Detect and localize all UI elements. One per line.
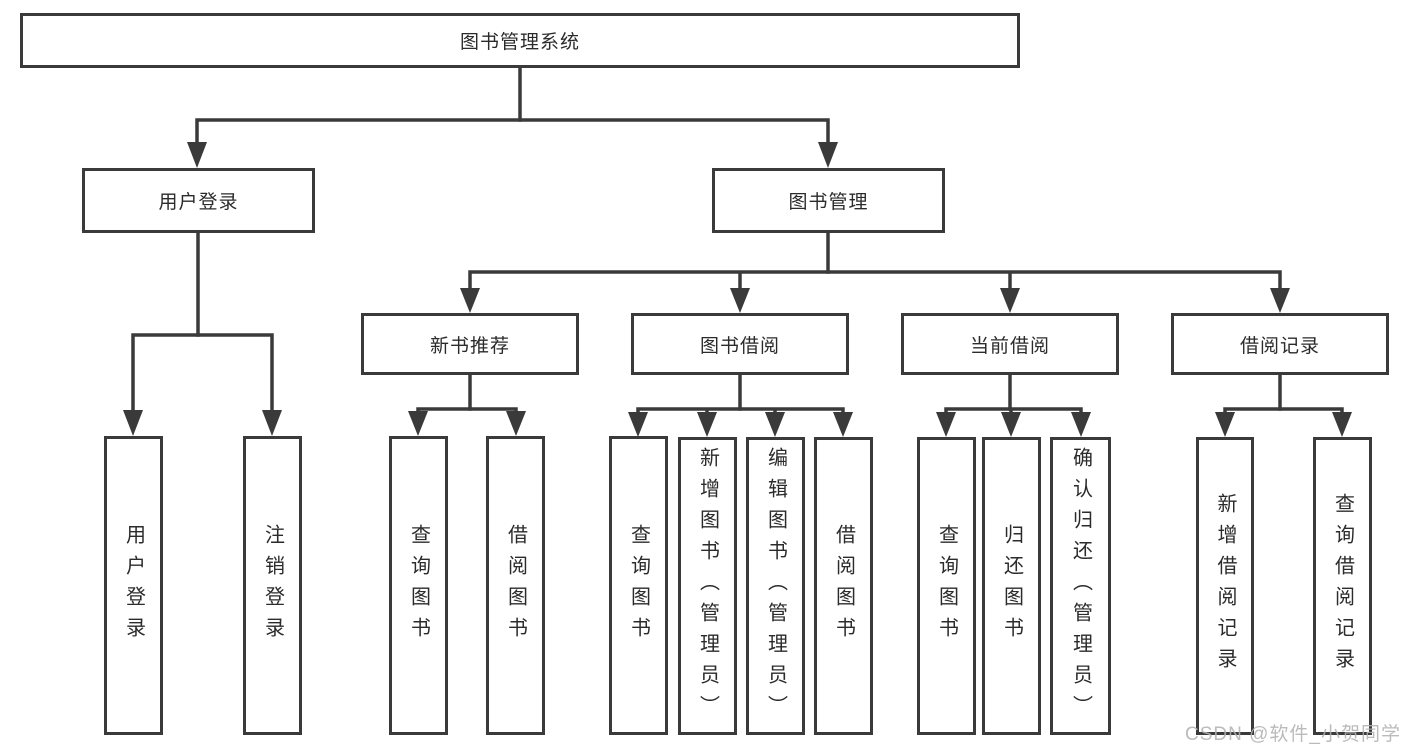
- csdn-watermark: CSDN @软件_小贺同学: [1185, 724, 1401, 745]
- node-new-book-recommend: 新书推荐: [361, 313, 579, 375]
- leaf-query-borrow-record: 查询借阅记录: [1313, 437, 1372, 735]
- leaf-add-borrow-record: 新增借阅记录: [1196, 437, 1254, 735]
- leaf-edit-book-admin: 编辑图书（管理员）: [746, 437, 805, 735]
- leaf-logout: 注销登录: [243, 436, 302, 735]
- node-borrow-records: 借阅记录: [1171, 313, 1389, 375]
- node-library-management-system: 图书管理系统: [20, 13, 1020, 68]
- leaf-newrec-borrow-book: 借阅图书: [486, 436, 545, 735]
- leaf-add-book-admin: 新增图书（管理员）: [678, 437, 737, 735]
- leaf-user-login: 用户登录: [104, 436, 163, 735]
- node-book-borrowing: 图书借阅: [631, 313, 849, 375]
- node-user-login: 用户登录: [82, 168, 315, 233]
- leaf-confirm-return-admin: 确认归还（管理员）: [1050, 437, 1111, 735]
- leaf-borrow-query-book: 查询图书: [609, 436, 668, 735]
- leaf-newrec-query-book: 查询图书: [389, 436, 448, 735]
- leaf-return-book: 归还图书: [982, 437, 1041, 735]
- node-current-borrowing: 当前借阅: [901, 313, 1119, 375]
- node-book-management: 图书管理: [712, 168, 945, 233]
- leaf-borrow-book: 借阅图书: [814, 437, 873, 735]
- leaf-current-query-book: 查询图书: [917, 437, 976, 735]
